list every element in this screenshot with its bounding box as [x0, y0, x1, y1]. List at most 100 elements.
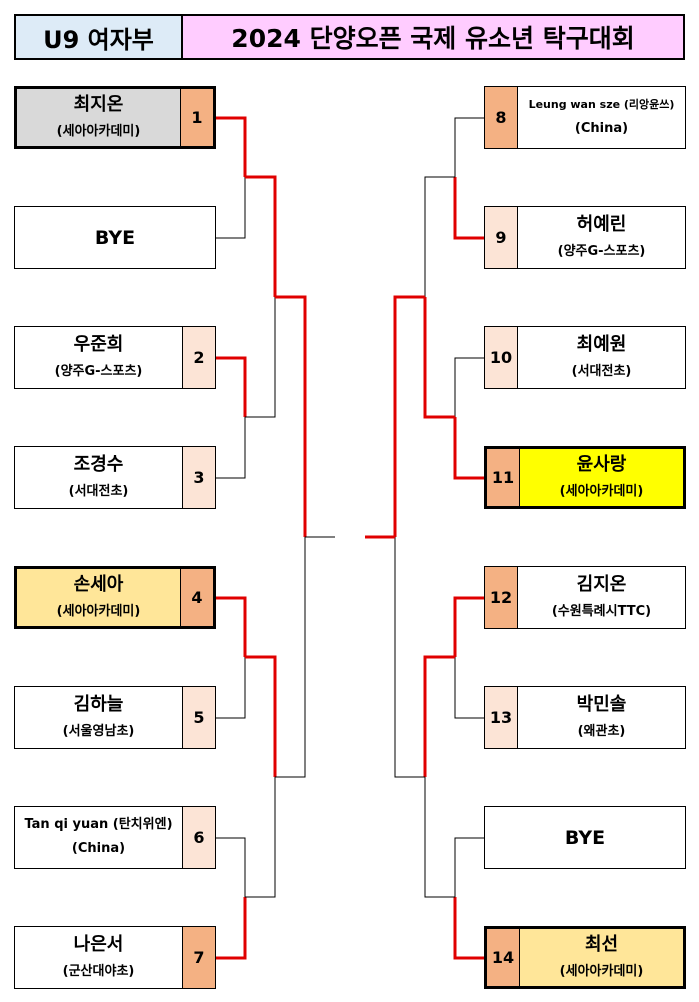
bracket-line-26: [423, 655, 455, 777]
player-name: 손세아: [73, 573, 124, 595]
player-club: (수원특례시TTC): [551, 603, 652, 619]
player-cell: 나은서 (군산대야초): [15, 927, 182, 988]
player-club: (세아아카데미): [559, 963, 644, 979]
bracket-line-3: [216, 356, 247, 417]
player-club: (China): [71, 840, 126, 856]
player-cell: BYE: [15, 207, 215, 268]
right-entry-12: 12 김지온 (수원특례시TTC): [484, 566, 686, 629]
player-cell: 허예린 (양주G-스포츠): [518, 207, 685, 268]
seed-number: 3: [182, 447, 215, 508]
seed-number: 2: [182, 327, 215, 388]
player-name: 최예원: [576, 333, 627, 355]
right-entry-9: 9 허예린 (양주G-스포츠): [484, 206, 686, 269]
bracket-line-7: [216, 837, 246, 897]
seed-number: 12: [485, 567, 518, 628]
player-name: 최지온: [73, 93, 124, 115]
player-name: Leung wan sze (리앙윤쓰): [528, 97, 675, 111]
seed-number: 6: [182, 807, 215, 868]
left-entry-1: 최지온 (세아아카데미) 1: [14, 86, 216, 149]
bracket-line-9: [245, 175, 277, 297]
bracket-line-20: [453, 596, 484, 657]
seed-number: 5: [182, 687, 215, 748]
bracket-line-1: [216, 116, 247, 177]
player-club: (양주G-스포츠): [557, 243, 646, 259]
bracket-line-17: [453, 177, 484, 240]
left-entry-2: 우준희 (양주G-스포츠) 2: [14, 326, 216, 389]
player-name: Tan qi yuan (탄치위엔): [24, 816, 173, 832]
bracket-line-21: [454, 657, 484, 719]
player-name: 허예린: [576, 213, 627, 235]
bracket-line-22: [454, 837, 484, 897]
bracket-line-13: [275, 295, 307, 537]
player-club: (서대전초): [571, 363, 632, 379]
player-cell: 김지온 (수원특례시TTC): [518, 567, 685, 628]
player-cell: 최예원 (서대전초): [518, 327, 685, 388]
player-cell: 조경수 (서대전초): [15, 447, 182, 508]
player-name: BYE: [94, 226, 136, 249]
bracket-line-23: [453, 897, 484, 960]
right-entry-bye: BYE: [484, 806, 686, 869]
right-entry-10: 10 최예원 (서대전초): [484, 326, 686, 389]
player-club: (서울영남초): [62, 723, 135, 739]
player-club: (세아아카데미): [559, 483, 644, 499]
seed-number: 11: [487, 449, 520, 506]
left-entry-5: 김하늘 (서울영남초) 5: [14, 686, 216, 749]
player-cell: 우준희 (양주G-스포츠): [15, 327, 182, 388]
bracket-line-24: [424, 176, 455, 297]
left-entry-bye: BYE: [14, 206, 216, 269]
player-club: (서대전초): [68, 483, 129, 499]
bracket-line-2: [216, 177, 246, 239]
bracket-line-5: [216, 596, 247, 657]
bracket-line-4: [216, 417, 246, 479]
player-cell: Leung wan sze (리앙윤쓰) (China): [518, 87, 685, 148]
player-club: (세아아카데미): [56, 123, 141, 139]
bracket-line-12: [245, 777, 276, 898]
player-club: (왜관초): [577, 723, 626, 739]
right-entry-11: 11 윤사랑 (세아아카데미): [484, 446, 686, 509]
player-cell: 최지온 (세아아카데미): [17, 89, 180, 146]
bracket-line-25: [423, 297, 455, 419]
player-cell: 손세아 (세아아카데미): [17, 569, 180, 626]
left-entry-6: Tan qi yuan (탄치위엔) (China) 6: [14, 806, 216, 869]
player-name: BYE: [564, 826, 606, 849]
bracket-line-28: [393, 295, 425, 537]
player-cell: 윤사랑 (세아아카데미): [520, 449, 683, 506]
player-name: 최선: [584, 933, 619, 955]
right-entry-13: 13 박민솔 (왜관초): [484, 686, 686, 749]
seed-number: 13: [485, 687, 518, 748]
player-name: 조경수: [73, 453, 124, 475]
bracket-line-19: [453, 417, 484, 480]
left-entry-4: 손세아 (세아아카데미) 4: [14, 566, 216, 629]
player-name: 윤사랑: [576, 453, 627, 475]
player-name: 김하늘: [73, 693, 124, 715]
player-cell: 박민솔 (왜관초): [518, 687, 685, 748]
seed-number: 10: [485, 327, 518, 388]
bracket-line-6: [216, 657, 246, 719]
player-cell: BYE: [485, 807, 685, 868]
player-name: 나은서: [73, 933, 124, 955]
seed-number: 7: [182, 927, 215, 988]
bracket-line-8: [216, 897, 247, 960]
seed-number: 9: [485, 207, 518, 268]
right-entry-8: 8 Leung wan sze (리앙윤쓰) (China): [484, 86, 686, 149]
left-entry-3: 조경수 (서대전초) 3: [14, 446, 216, 509]
player-club: (China): [574, 120, 629, 136]
left-entry-7: 나은서 (군산대야초) 7: [14, 926, 216, 989]
seed-number: 14: [487, 929, 520, 986]
seed-number: 8: [485, 87, 518, 148]
bracket-line-14: [275, 537, 306, 778]
bracket-line-18: [454, 357, 484, 417]
seed-number: 1: [180, 89, 213, 146]
player-cell: Tan qi yuan (탄치위엔) (China): [15, 807, 182, 868]
bracket-line-29: [394, 537, 425, 778]
player-cell: 김하늘 (서울영남초): [15, 687, 182, 748]
division-title: U9 여자부: [14, 14, 182, 60]
tournament-title: 2024 단양오픈 국제 유소년 탁구대회: [181, 14, 685, 60]
bracket-line-11: [245, 655, 277, 777]
seed-number: 4: [180, 569, 213, 626]
player-name: 김지온: [576, 573, 627, 595]
player-cell: 최선 (세아아카데미): [520, 929, 683, 986]
bracket-line-27: [424, 777, 455, 898]
player-club: (양주G-스포츠): [54, 363, 143, 379]
